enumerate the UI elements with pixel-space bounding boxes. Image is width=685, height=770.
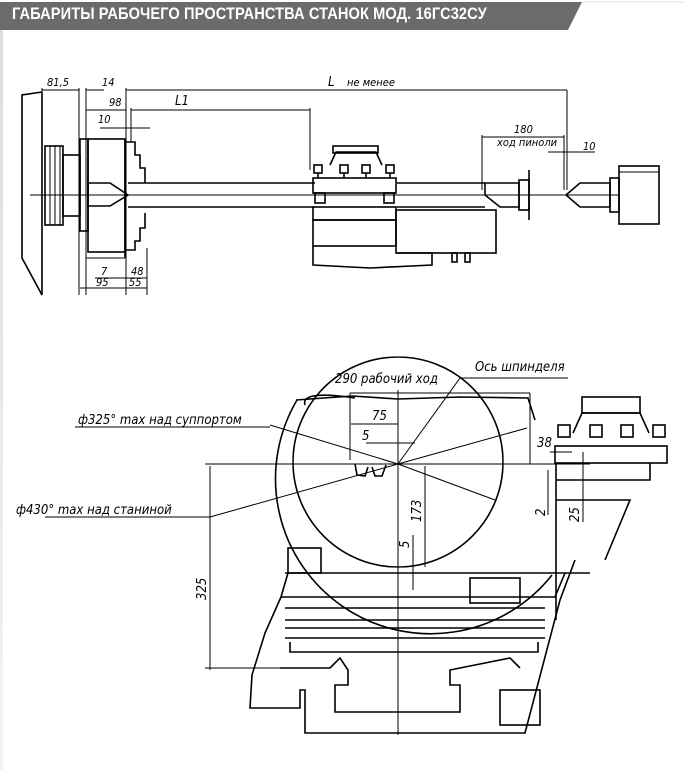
dim-L: L: [328, 75, 335, 90]
chuck-jaw-top: [126, 141, 146, 183]
top-view: 81,5 14 98 10 L1 L не менее 180 ход пино…: [21, 75, 660, 296]
tailstock-center: [484, 170, 530, 220]
dim-180: 180: [514, 123, 533, 136]
dim-L-note: не менее: [347, 76, 395, 89]
dim-5-bottom: 5: [398, 541, 413, 548]
dim-10-right: 10: [583, 140, 596, 153]
work-travel-label: 290 рабочий ход: [335, 372, 438, 387]
swing-arc-outer: [274, 399, 553, 635]
spindle-flange: [44, 138, 89, 232]
title-banner: ГАБАРИТЫ РАБОЧЕГО ПРОСТРАНСТВА СТАНОК МО…: [0, 0, 685, 32]
front-center: [87, 182, 130, 207]
dim-2: 2: [534, 509, 549, 516]
dim-173: 173: [410, 500, 425, 522]
dim-7: 7: [101, 265, 108, 278]
dim-14: 14: [102, 76, 115, 89]
dim-75: 75: [372, 409, 387, 424]
dim-5-top: 5: [362, 429, 369, 444]
dim-38: 38: [537, 436, 552, 451]
dim-81-5: 81,5: [47, 76, 69, 89]
dimension-lines: [42, 89, 595, 289]
chuck-jaw-bottom: [126, 213, 146, 251]
banner-shape: [0, 1, 685, 30]
spindle-axis-label: Ось шпинделя: [475, 360, 565, 375]
swing-over-bed-label: ф430° max над станиной: [16, 503, 172, 518]
swing-over-carriage-label: ф325° max над суппортом: [78, 413, 242, 428]
dim-55: 55: [129, 276, 142, 289]
casting-top-edge: [295, 395, 536, 421]
dim-95: 95: [96, 276, 109, 289]
carriage: [312, 206, 497, 269]
dim-L1: L1: [175, 94, 189, 109]
extension-lines: [41, 88, 568, 295]
left-edge-bar: [0, 30, 3, 770]
tailstock: [564, 165, 660, 225]
dim-48: 48: [131, 265, 144, 278]
dim-325: 325: [195, 578, 210, 600]
section-view: 290 рабочий ход Ось шпинделя ф325° max н…: [16, 357, 668, 735]
workpiece: [128, 182, 485, 208]
tool-post-section: [554, 396, 668, 620]
tool-post: [312, 145, 397, 204]
tool-tip: [354, 463, 387, 477]
machine-bed: [249, 547, 590, 734]
dim-98: 98: [109, 96, 122, 109]
dim-10-left: 10: [98, 113, 111, 126]
headstock-housing: [21, 91, 43, 296]
page-title: ГАБАРИТЫ РАБОЧЕГО ПРОСТРАНСТВА СТАНОК МО…: [12, 4, 487, 23]
quill-travel-label: ход пиноли: [496, 136, 558, 149]
dim-25: 25: [568, 507, 583, 522]
